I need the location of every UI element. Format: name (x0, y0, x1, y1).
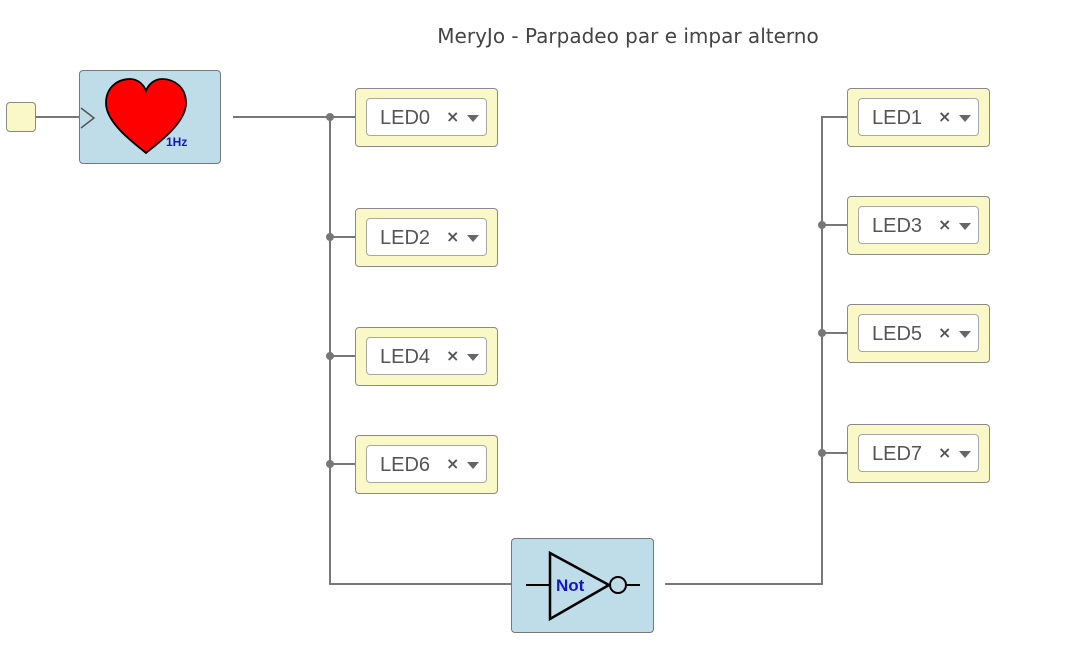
led-select-value: LED7 (872, 443, 923, 465)
led-select-value: LED4 (380, 346, 431, 368)
led-select[interactable]: LED6 × (366, 445, 487, 483)
led-block-led5: LED5 × (847, 304, 990, 363)
clear-icon[interactable]: × (446, 346, 460, 365)
led-block-led3: LED3 × (847, 196, 990, 255)
led-select-value: LED5 (872, 323, 923, 345)
led-select[interactable]: LED7 × (858, 434, 979, 472)
dropdown-arrow-icon[interactable] (467, 354, 479, 361)
dropdown-arrow-icon[interactable] (467, 115, 479, 122)
input-port[interactable] (6, 102, 36, 132)
clear-icon[interactable]: × (938, 215, 952, 234)
led-select[interactable]: LED5 × (858, 314, 979, 352)
not-gate-icon: Not (526, 550, 640, 622)
led-select-value: LED3 (872, 215, 923, 237)
led-select-value: LED6 (380, 454, 431, 476)
dropdown-arrow-icon[interactable] (959, 223, 971, 230)
clear-icon[interactable]: × (446, 227, 460, 246)
heart-icon (105, 78, 187, 155)
led-select[interactable]: LED3 × (858, 206, 979, 244)
diagram-title: MeryJo - Parpadeo par e impar alterno (437, 24, 819, 48)
led-block-led2: LED2 × (355, 208, 498, 267)
led-block-led1: LED1 × (847, 88, 990, 147)
dropdown-arrow-icon[interactable] (467, 462, 479, 469)
dropdown-arrow-icon[interactable] (959, 331, 971, 338)
led-select[interactable]: LED4 × (366, 337, 487, 375)
clock-frequency-label: 1Hz (166, 135, 188, 149)
clear-icon[interactable]: × (938, 443, 952, 462)
not-gate-label: Not (556, 576, 585, 595)
dropdown-arrow-icon[interactable] (959, 451, 971, 458)
not-gate-block[interactable]: Not (511, 538, 654, 633)
clock-block[interactable] (79, 70, 221, 164)
clear-icon[interactable]: × (446, 107, 460, 126)
clock-input-triangle-icon (80, 107, 96, 129)
led-select[interactable]: LED2 × (366, 218, 487, 256)
dropdown-arrow-icon[interactable] (467, 235, 479, 242)
clear-icon[interactable]: × (446, 454, 460, 473)
led-select-value: LED2 (380, 227, 431, 249)
led-block-led4: LED4 × (355, 327, 498, 386)
led-block-led0: LED0 × (355, 88, 498, 147)
led-select[interactable]: LED1 × (858, 98, 979, 136)
led-select[interactable]: LED0 × (366, 98, 487, 136)
led-select-value: LED1 (872, 107, 923, 129)
dropdown-arrow-icon[interactable] (959, 115, 971, 122)
led-block-led7: LED7 × (847, 424, 990, 483)
clear-icon[interactable]: × (938, 323, 952, 342)
led-select-value: LED0 (380, 107, 431, 129)
led-block-led6: LED6 × (355, 435, 498, 494)
clear-icon[interactable]: × (938, 107, 952, 126)
